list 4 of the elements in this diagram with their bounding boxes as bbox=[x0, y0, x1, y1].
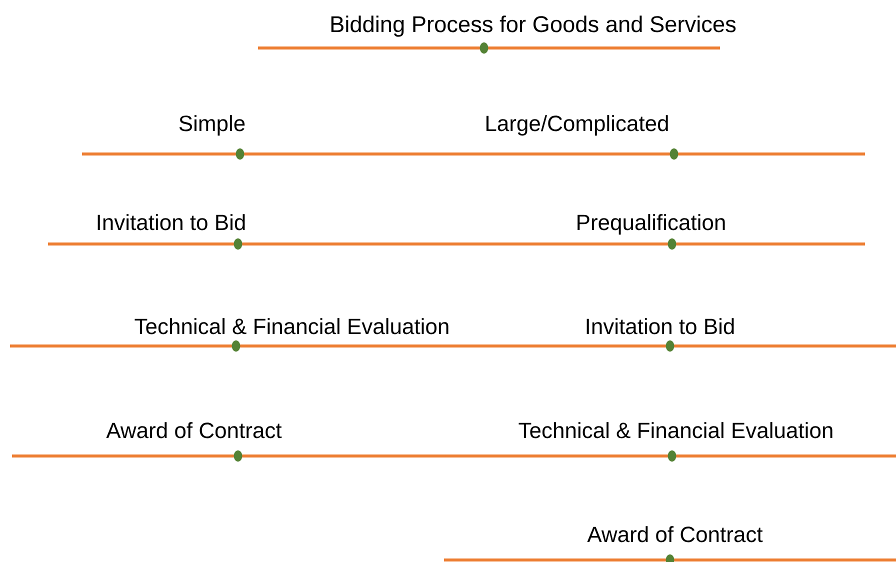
underlined-label: Technical & Financial Evaluation bbox=[10, 318, 470, 352]
underlined-label: Large/Complicated bbox=[402, 115, 865, 160]
underlined-label: Bidding Process for Goods and Services bbox=[258, 16, 736, 54]
underlined-label: Award of Contract bbox=[444, 526, 896, 562]
